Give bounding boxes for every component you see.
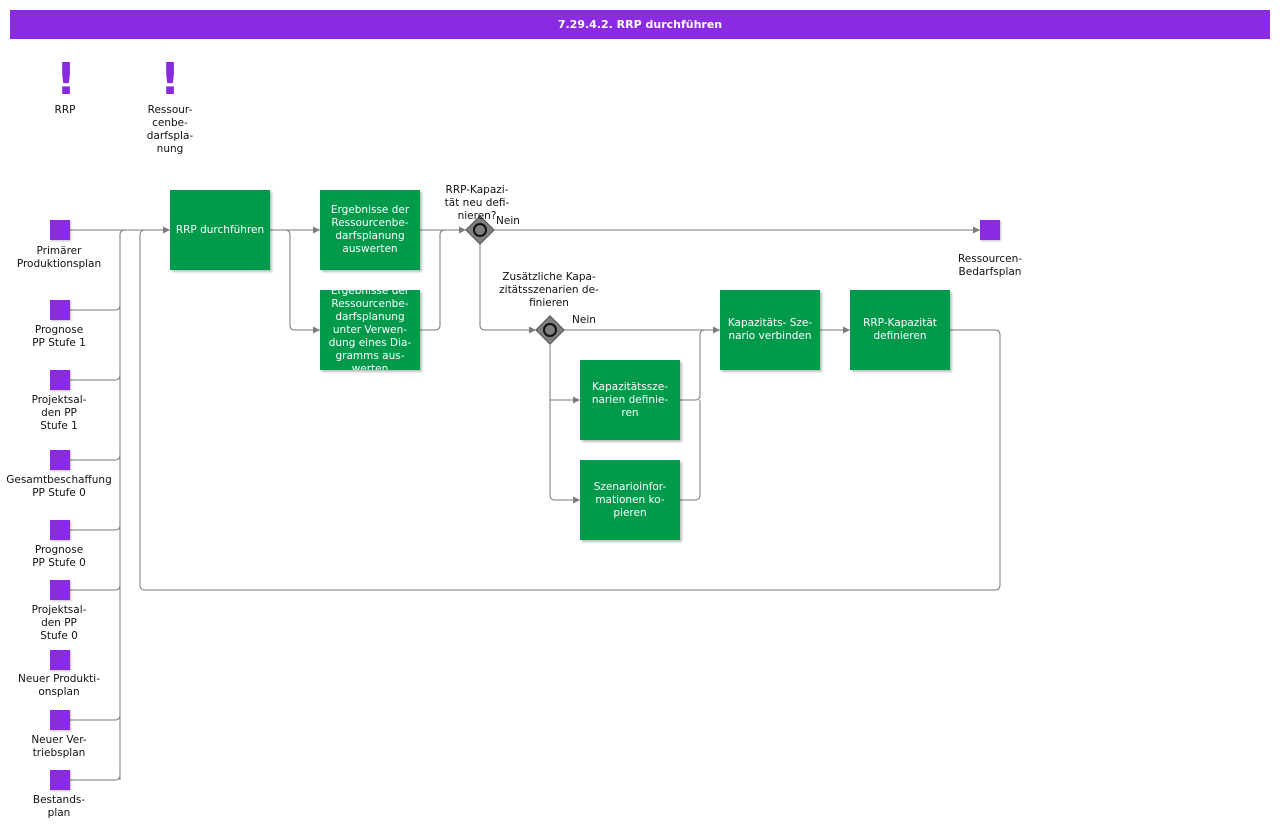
risk-label-rrp: RRP — [54, 104, 76, 116]
input-label: Neuer Ver- triebsplan — [31, 734, 87, 759]
connector-input-bestand — [70, 774, 121, 781]
connector-g2-down — [549, 344, 580, 504]
input-event-projektsalden-pp-stufe-1[interactable] — [50, 370, 70, 390]
connector-input-prognose-0 — [70, 524, 121, 531]
input-event-projektsalden-pp-stufe-0[interactable] — [50, 580, 70, 600]
input-label: Gesamtbeschaffung PP Stufe 0 — [6, 474, 112, 499]
input-event-neuer-vertriebsplan[interactable] — [50, 710, 70, 730]
gateway-2-branch-label: Nein — [572, 314, 596, 326]
input-event-gesamtbeschaffung-pp-stufe-0[interactable] — [50, 450, 70, 470]
connector-rrp-diagramm — [284, 229, 320, 334]
connector-g1-g2 — [479, 244, 536, 334]
activity-rrp-kapazitaet-definieren[interactable]: RRP-Kapazität definieren — [850, 290, 950, 370]
connector-szen-merge — [680, 400, 701, 501]
gateway-1-question: RRP-Kapazi- tät neu defi- nieren? — [444, 184, 510, 222]
activity-kapazitaets-szenario-verbinden[interactable]: Kapazitäts- Sze- nario verbinden — [720, 290, 820, 370]
diagram-title: 7.29.4.2. RRP durchführen — [10, 10, 1270, 39]
connector-input-neuer-vertrieb — [70, 714, 121, 721]
input-label: Bestands- plan — [32, 794, 86, 819]
connector-diagramm-g1 — [420, 229, 446, 331]
input-label: Primärer Produktionsplan — [16, 245, 102, 270]
activity-kapazitaetsszenarien-definieren[interactable]: Kapazitätssze- narien definie- ren — [580, 360, 680, 440]
gateway-1[interactable] — [465, 215, 495, 245]
connector-input-gesamt — [70, 454, 121, 461]
connector-loop-back — [139, 229, 1001, 591]
gateway-2-question: Zusätzliche Kapa- zitätsszenarien de- fi… — [499, 271, 599, 309]
connector-input-prognose-1 — [70, 304, 121, 311]
activity-szenarioinformationen-kopieren[interactable]: Szenarioinfor- mationen ko- pieren — [580, 460, 680, 540]
input-event-prognose-pp-stufe-1[interactable] — [50, 300, 70, 320]
input-label: Prognose PP Stufe 1 — [32, 324, 86, 349]
input-label: Prognose PP Stufe 0 — [32, 544, 86, 569]
activity-ergebnisse-auswerten[interactable]: Ergebnisse der Ressourcenbe- darfsplanun… — [320, 190, 420, 270]
risk-label-ressourcenbedarfsplanung: Ressour- cenbe- darfspla- nung — [146, 104, 194, 155]
input-label: Projektsal- den PP Stufe 0 — [31, 604, 87, 642]
output-event-ressourcen-bedarfsplan[interactable] — [980, 220, 1000, 240]
input-event-neuer-produktionsplan[interactable] — [50, 650, 70, 670]
input-label: Neuer Produkti- onsplan — [18, 673, 100, 698]
exclamation-icon: ! — [159, 54, 181, 105]
connector-input-projektsalden-1 — [70, 374, 121, 381]
connector-kap-merge — [680, 329, 706, 401]
input-event-prognose-pp-stufe-0[interactable] — [50, 520, 70, 540]
connector-input-bus — [119, 229, 130, 780]
connector-input-projektsalden-0 — [70, 584, 121, 591]
input-event-bestandsplan[interactable] — [50, 770, 70, 790]
activity-ergebnisse-diagramm[interactable]: Ergebnisse der Ressourcenbe- darfsplanun… — [320, 290, 420, 370]
activity-rrp-durchfuehren[interactable]: RRP durchführen — [170, 190, 270, 270]
gateway-2[interactable] — [535, 315, 565, 345]
gateway-1-branch-label: Nein — [496, 215, 520, 227]
input-label: Projektsal- den PP Stufe 1 — [31, 394, 87, 432]
exclamation-icon: ! — [55, 54, 77, 105]
output-label: Ressourcen- Bedarfsplan — [957, 253, 1023, 278]
input-event-primaerer-produktionsplan[interactable] — [50, 220, 70, 240]
